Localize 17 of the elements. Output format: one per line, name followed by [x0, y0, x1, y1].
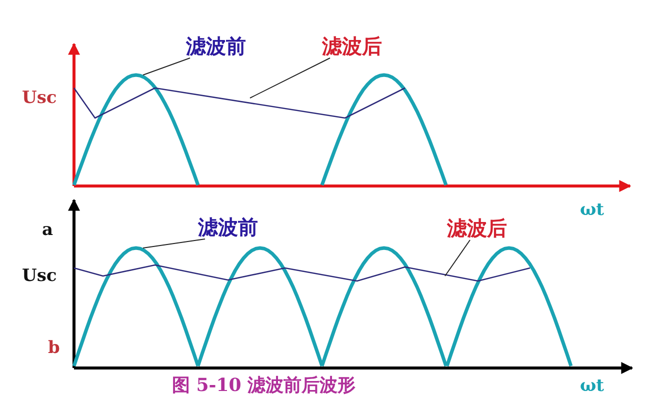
leader-line: [142, 58, 190, 76]
leader-line: [444, 240, 470, 276]
axis-label: Usc: [22, 90, 57, 107]
leader-line: [142, 238, 206, 248]
curve-label: 滤波前: [186, 36, 246, 56]
axis-label: Usc: [22, 268, 57, 285]
rectified-wave: [72, 246, 573, 368]
leader-line: [250, 58, 330, 98]
axis-label: ωt: [580, 378, 604, 395]
curve-label: 滤波后: [322, 36, 382, 56]
axis-label: b: [48, 340, 60, 357]
curve-label: 滤波后: [447, 218, 507, 238]
rectified-wave: [72, 73, 448, 187]
axis-label: ωt: [580, 202, 604, 219]
curve-label: 滤波前: [198, 217, 258, 237]
axis-label: a: [42, 222, 54, 239]
figure-caption: 图 5-10 滤波前后波形: [172, 377, 356, 395]
